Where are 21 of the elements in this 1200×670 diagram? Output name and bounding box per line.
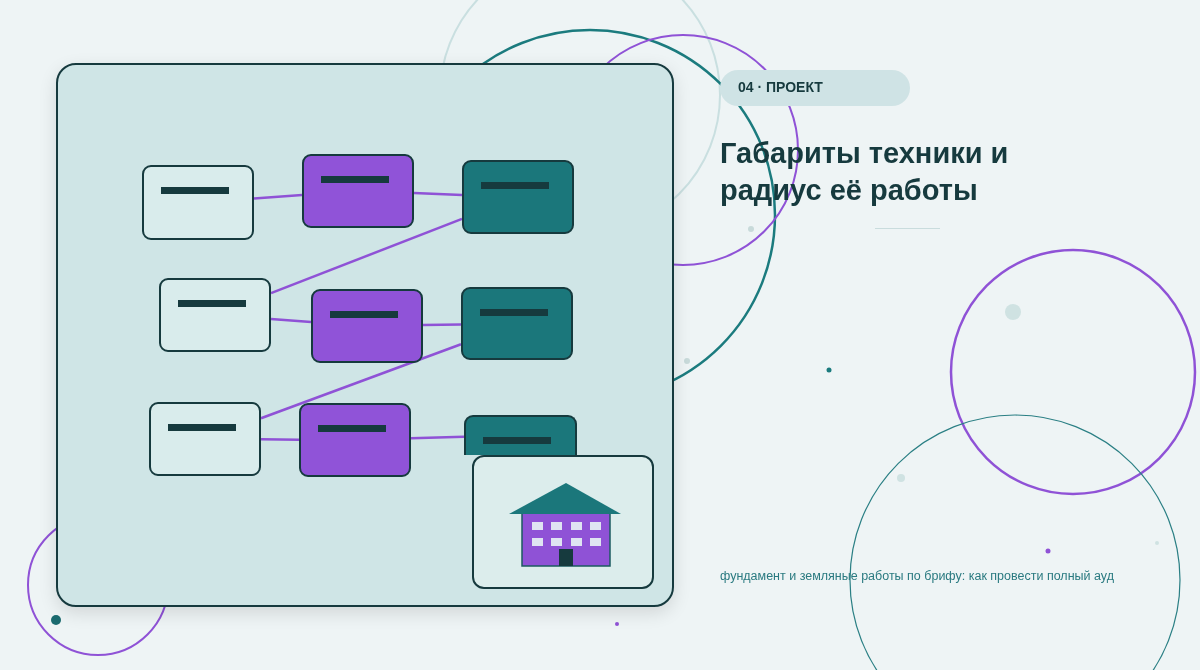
connector-line: [253, 193, 303, 200]
section-badge: [720, 70, 910, 106]
process-box: [159, 278, 271, 352]
connector-line: [260, 343, 462, 420]
building-card: [472, 455, 654, 589]
process-box: [462, 160, 574, 234]
process-box: [464, 415, 577, 455]
process-box: [299, 403, 411, 477]
diagram-panel: [56, 63, 674, 607]
connector-line: [422, 323, 462, 327]
process-box: [302, 154, 414, 228]
connector-line: [410, 435, 465, 440]
process-box: [311, 289, 423, 363]
process-box: [461, 287, 573, 360]
process-box: [142, 165, 254, 240]
section-label: 04 · ПРОЕКТ: [738, 79, 823, 95]
process-box: [149, 402, 261, 476]
connector-line: [270, 217, 463, 295]
connector-line: [270, 317, 312, 324]
connector-line: [413, 191, 463, 197]
connector-line: [261, 438, 299, 441]
